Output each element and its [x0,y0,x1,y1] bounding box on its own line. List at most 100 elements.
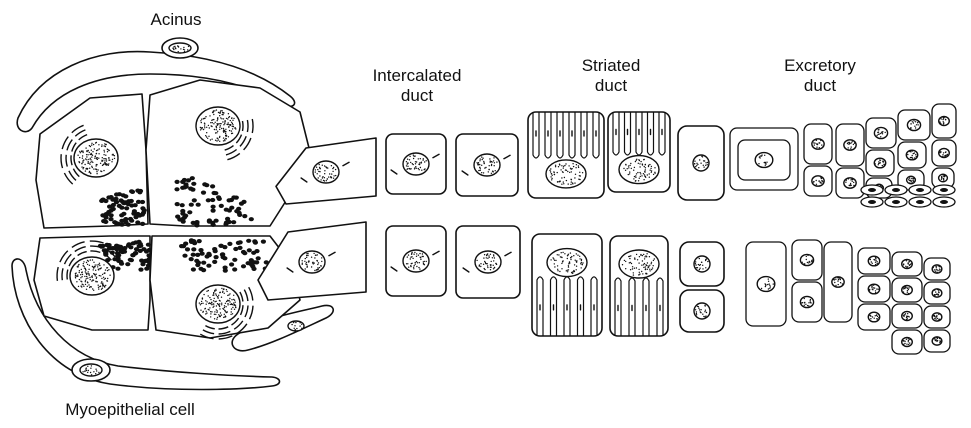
secretory-granule [198,248,203,252]
secretory-granule [227,208,232,212]
secretory-granule [210,198,215,202]
secretory-granule [115,254,120,258]
flattened-cell [909,197,931,207]
intercalated-cell [386,134,446,194]
excretory-cell [898,110,930,140]
secretory-granule [114,192,119,196]
secretory-granule [239,202,244,206]
secretory-granule [222,245,227,249]
excretory-cell [932,104,956,138]
intercalated-duct [258,134,520,300]
secretory-granule [126,199,131,203]
nucleus [619,250,659,278]
secretory-granule [249,217,254,221]
secretory-granule [180,212,185,216]
secretory-granule [227,198,232,202]
secretory-granule [111,207,116,211]
secretory-granule [123,194,128,198]
secretory-granule [124,206,129,210]
secretory-granule [237,246,242,250]
nucleus [694,256,710,272]
secretory-granule [131,253,136,257]
flattened-cell [933,185,955,195]
secretory-granule [138,249,143,253]
secretory-granule [195,253,200,257]
flattened-cell [909,185,931,195]
secretory-granule [114,244,119,248]
secretory-granule [137,244,142,248]
intercalated-cell [456,226,520,298]
secretory-granule [252,239,257,243]
secretory-granule [196,203,201,207]
secretory-granule [227,242,232,246]
secretory-granule [182,254,187,258]
intercalated-cell [456,134,518,196]
secretory-granule [189,257,194,261]
nucleus [916,200,924,204]
secretory-granule [211,223,216,227]
excretory-cell [898,142,926,168]
intercalated-label-line2: duct [352,86,482,106]
secretory-granule [212,260,217,264]
excretory-cell [892,304,922,328]
secretory-granule [211,205,216,209]
excretory-cell [738,140,790,180]
excretory-cell [804,124,832,164]
acinar-cell [36,94,148,228]
secretory-granule [140,222,145,226]
flattened-cell [861,197,883,207]
nucleus [313,161,339,183]
excretory-cell [932,140,956,166]
secretory-granule [242,214,247,218]
secretory-granule [261,240,266,244]
secretory-granule [103,199,108,203]
nucleus [403,250,429,272]
secretory-granule [232,267,237,271]
secretory-granule [179,244,184,248]
secretory-granule [191,182,196,186]
secretory-granule [206,264,211,268]
intercalated-duct-label: Intercalated duct [352,66,482,106]
secretory-granule [198,267,203,271]
secretory-granule [188,187,193,191]
secretory-granule [185,247,190,251]
er-cisterna [67,270,68,280]
excretory-cell [836,124,864,166]
secretory-granule [136,200,141,204]
secretory-granule [121,212,126,216]
excretory-cell [858,248,890,274]
secretory-granule [180,203,185,207]
er-cisterna [247,120,248,132]
secretory-granule [113,197,118,201]
secretory-granule [175,202,180,206]
secretory-granule [201,261,206,265]
secretory-granule [206,198,211,202]
flattened-cell [933,197,955,207]
secretory-granule [251,251,256,255]
secretory-granule [231,220,236,224]
nucleus [868,256,879,266]
secretory-granule [223,269,228,273]
striated-label-line2: duct [556,76,666,96]
secretory-granule [194,223,199,227]
excretory-cell [804,166,832,196]
striated-duct [528,112,724,336]
secretory-granule [219,204,224,208]
nucleus [902,338,913,347]
secretory-granule [133,203,138,207]
secretory-granule [108,217,113,221]
secretory-granule [109,213,114,217]
secretory-granule [214,255,219,259]
secretory-granule [212,247,217,251]
nucleus [694,303,710,319]
excretory-cell [858,304,890,330]
secretory-granule [238,240,243,244]
flattened-cell [885,197,907,207]
secretory-granule [211,209,216,213]
er-cisterna [243,121,244,131]
secretory-granule [241,264,246,268]
nucleus [169,43,191,53]
secretory-granule [142,208,147,212]
nucleus [892,188,900,192]
secretory-granule [174,187,179,191]
